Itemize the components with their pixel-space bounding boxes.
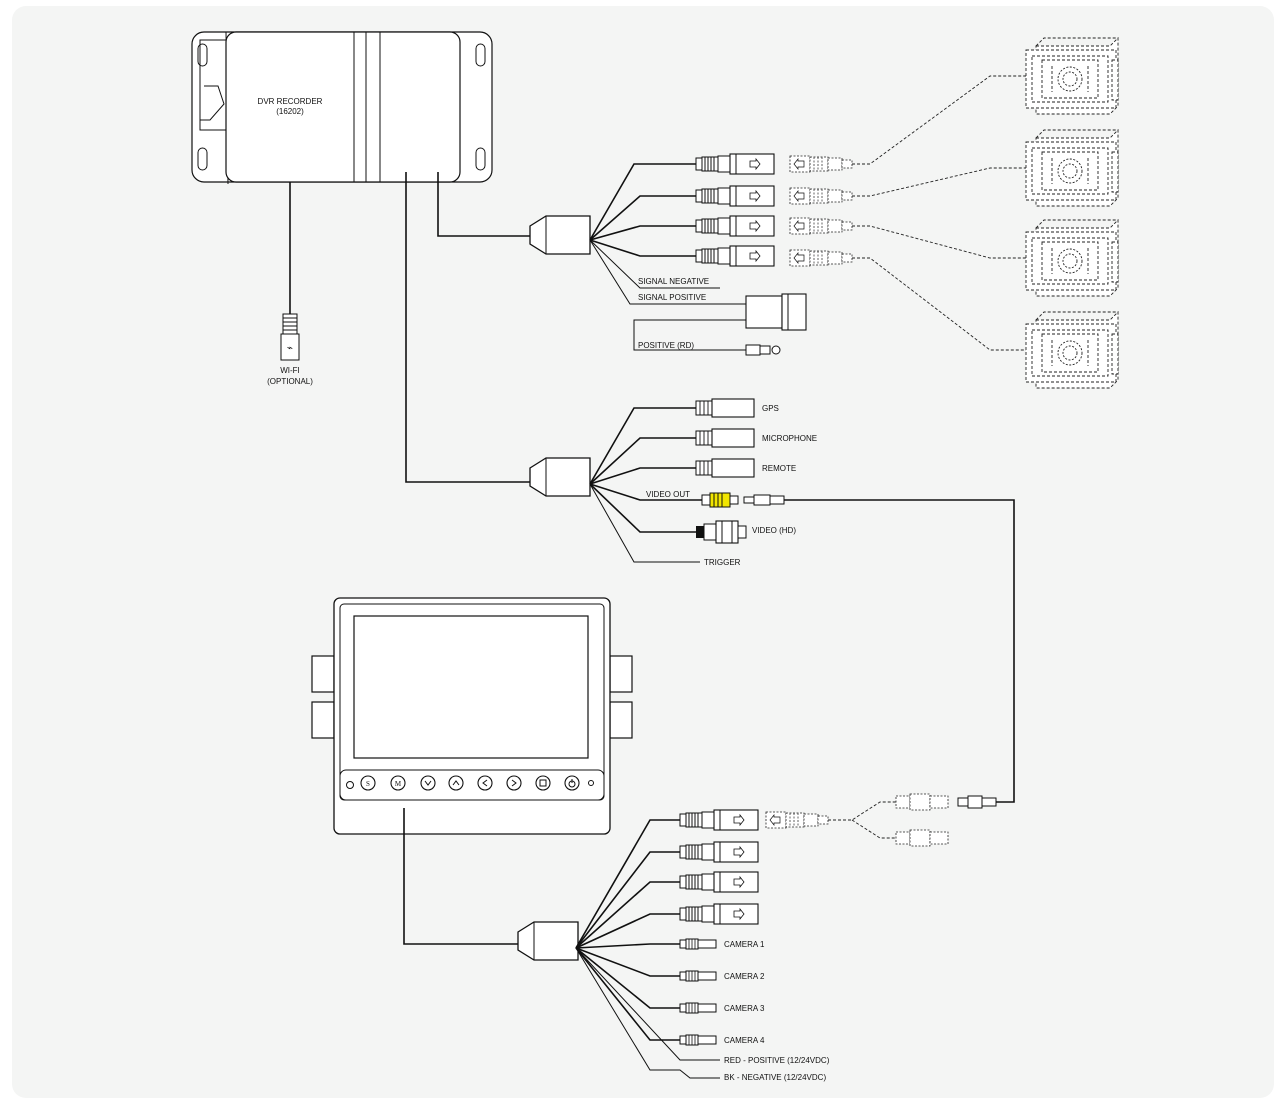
monitor-button-s[interactable] bbox=[360, 775, 376, 791]
camera-select-icon bbox=[539, 779, 547, 787]
camera-4-unit bbox=[1025, 311, 1119, 389]
wifi-label: WI-FI bbox=[280, 366, 300, 375]
monitor-button-left[interactable] bbox=[477, 775, 493, 791]
monitor-button-right[interactable] bbox=[506, 775, 522, 791]
monitor-button-down[interactable] bbox=[420, 775, 436, 791]
button-s-label: S bbox=[366, 780, 370, 788]
positive-rd-label: POSITIVE (RD) bbox=[638, 341, 694, 350]
power-led-icon bbox=[346, 781, 354, 789]
recorder-title: DVR RECORDER bbox=[258, 97, 323, 106]
camera-1-unit bbox=[1025, 37, 1119, 115]
signal-positive-label: SIGNAL POSITIVE bbox=[638, 293, 706, 302]
monitor-screen bbox=[353, 615, 589, 759]
trigger-label: TRIGGER bbox=[704, 558, 741, 567]
monitor-harness: CAMERA 1 CAMERA 2 CAMERA 3 CAMERA 4 RED … bbox=[403, 793, 997, 1082]
chevron-left-icon bbox=[482, 779, 488, 787]
camera-4-label: CAMERA 4 bbox=[724, 1036, 765, 1045]
monitor-button-m[interactable] bbox=[390, 775, 406, 791]
wifi-optional-label: (OPTIONAL) bbox=[267, 377, 313, 386]
camera-harness-recorder: SIGNAL NEGATIVE SIGNAL POSITIVE POSITIVE… bbox=[437, 153, 853, 356]
monitor-button-camera[interactable] bbox=[535, 775, 551, 791]
microphone-label: MICROPHONE bbox=[762, 434, 817, 443]
recorder-model: (16202) bbox=[276, 107, 304, 116]
background-panel bbox=[12, 6, 1274, 1098]
video-out-label: VIDEO OUT bbox=[646, 490, 690, 499]
video-hd-label: VIDEO (HD) bbox=[752, 526, 796, 535]
red-positive-label: RED - POSITIVE (12/24VDC) bbox=[724, 1056, 830, 1065]
video-out-yellow-plug bbox=[709, 492, 731, 508]
ir-sensor-icon bbox=[588, 780, 594, 786]
remote-label: REMOTE bbox=[762, 464, 796, 473]
bk-negative-label: BK - NEGATIVE (12/24VDC) bbox=[724, 1073, 826, 1082]
camera-dashed-wires bbox=[852, 75, 1026, 351]
usb-icon: ⌁ bbox=[287, 343, 293, 354]
button-m-label: M bbox=[395, 780, 402, 788]
camera-3-label: CAMERA 3 bbox=[724, 1004, 765, 1013]
chevron-down-icon bbox=[424, 780, 432, 786]
dvr-recorder: DVR RECORDER (16202) bbox=[191, 31, 493, 185]
signal-negative-label: SIGNAL NEGATIVE bbox=[638, 277, 709, 286]
monitor: S M bbox=[311, 597, 633, 835]
gps-label: GPS bbox=[762, 404, 779, 413]
camera-1-label: CAMERA 1 bbox=[724, 940, 765, 949]
monitor-button-up[interactable] bbox=[448, 775, 464, 791]
wifi-dongle: ⌁ WI-FI (OPTIONAL) bbox=[267, 182, 313, 386]
camera-2-unit bbox=[1025, 129, 1119, 207]
camera-3-unit bbox=[1025, 219, 1119, 297]
chevron-right-icon bbox=[511, 779, 517, 787]
io-harness: GPS MICROPHONE REMOTE VIDEO OUT VIDEO (H… bbox=[405, 172, 1015, 803]
chevron-up-icon bbox=[452, 780, 460, 786]
camera-2-label: CAMERA 2 bbox=[724, 972, 765, 981]
